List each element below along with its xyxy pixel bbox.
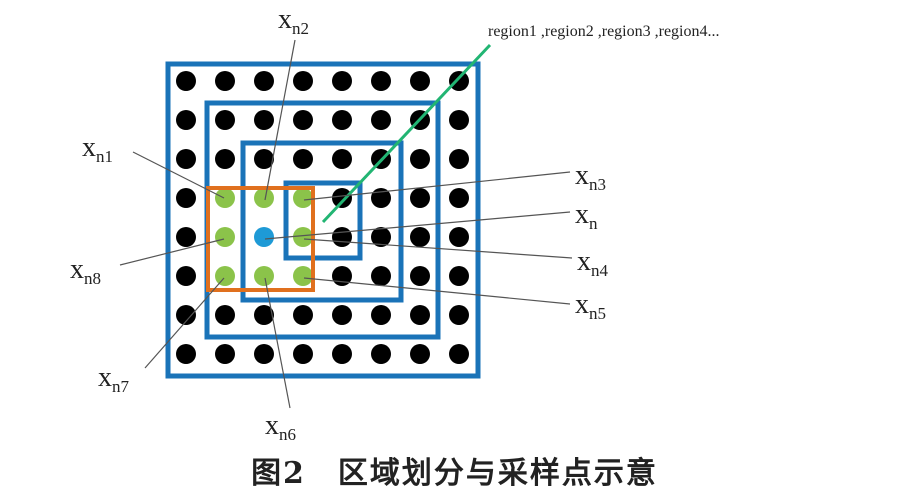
label-xn6: xn6 — [265, 410, 296, 444]
grid-dot — [449, 110, 469, 130]
grid-dot — [410, 149, 430, 169]
leader-xn6 — [264, 277, 291, 409]
grid-dot — [293, 110, 313, 130]
figure-caption: 图2 区域划分与采样点示意 — [251, 456, 658, 491]
label-xn5: xn5 — [575, 289, 606, 323]
grid-dot — [254, 71, 274, 91]
grid-dot — [293, 305, 313, 325]
grid-dot — [254, 344, 274, 364]
grid-dot — [449, 305, 469, 325]
leader-xn — [264, 211, 571, 240]
grid-dot — [176, 149, 196, 169]
label-xn3: xn3 — [575, 160, 606, 194]
label-xn8: xn8 — [70, 254, 101, 288]
grid-dot — [332, 344, 352, 364]
grid-dot — [215, 110, 235, 130]
grid-dot — [254, 110, 274, 130]
leader-xn1 — [132, 151, 225, 199]
sampling-box — [206, 186, 315, 292]
grid-dot — [176, 71, 196, 91]
grid-dot — [332, 227, 352, 247]
sample-dot — [254, 266, 274, 286]
leader-xn3 — [303, 171, 571, 201]
label-xn1: xn1 — [82, 132, 113, 166]
region-box-first — [283, 180, 363, 261]
leader-xn5 — [303, 277, 571, 305]
grid-dot — [176, 227, 196, 247]
grid-dot — [410, 71, 430, 91]
grid-dot — [176, 188, 196, 208]
grid-dot — [371, 266, 391, 286]
label-xn4: xn4 — [577, 246, 609, 280]
grid-dot — [332, 305, 352, 325]
grid-dot — [449, 149, 469, 169]
grid-dot — [293, 149, 313, 169]
grid-dot — [176, 305, 196, 325]
grid-dot — [449, 344, 469, 364]
grid-dot — [371, 227, 391, 247]
sample-dot — [293, 188, 313, 208]
region-indicator-line — [321, 43, 492, 224]
grid-dot — [449, 266, 469, 286]
sample-dot — [215, 227, 235, 247]
grid-dot — [293, 71, 313, 91]
grid-dot — [371, 71, 391, 91]
sample-dot — [293, 266, 313, 286]
grid-dot — [449, 188, 469, 208]
grid-dot — [332, 149, 352, 169]
center-dot — [254, 227, 274, 247]
sample-dot — [215, 188, 235, 208]
grid-dot — [410, 188, 430, 208]
grid-dot — [410, 227, 430, 247]
grid-dot — [410, 344, 430, 364]
region-diagram: xn1 xn2 xn3 xn xn4 xn5 xn6 xn7 xn8 regio… — [70, 4, 720, 444]
sample-dot — [293, 227, 313, 247]
grid-dot — [293, 344, 313, 364]
leader-xn2 — [264, 39, 296, 201]
leader-xn8 — [119, 238, 225, 266]
grid-dot — [176, 110, 196, 130]
grid-dot — [371, 305, 391, 325]
grid-dot — [176, 344, 196, 364]
label-xn: xn — [575, 199, 598, 233]
grid-dot — [371, 344, 391, 364]
leader-xn7 — [144, 277, 225, 369]
label-xn2: xn2 — [278, 4, 309, 38]
leader-lines — [119, 39, 573, 409]
grid-dot — [215, 149, 235, 169]
grid-dot — [410, 305, 430, 325]
sample-dot — [254, 188, 274, 208]
region-box-second — [240, 140, 404, 303]
grid-dot — [254, 149, 274, 169]
grid-dot — [449, 227, 469, 247]
grid-dot — [215, 344, 235, 364]
grid-dot — [332, 71, 352, 91]
grid-dot — [332, 188, 352, 208]
label-xn7: xn7 — [98, 362, 130, 396]
grid-dot — [215, 305, 235, 325]
grid-dot — [410, 266, 430, 286]
region-label: region1 ,region2 ,region3 ,region4... — [488, 23, 720, 40]
grid-dot — [215, 71, 235, 91]
grid-dot — [176, 266, 196, 286]
grid-dot — [332, 110, 352, 130]
sample-dot — [215, 266, 235, 286]
grid-dot — [449, 71, 469, 91]
leader-xn4 — [303, 238, 573, 259]
grid-dot — [254, 305, 274, 325]
grid-dot — [371, 110, 391, 130]
